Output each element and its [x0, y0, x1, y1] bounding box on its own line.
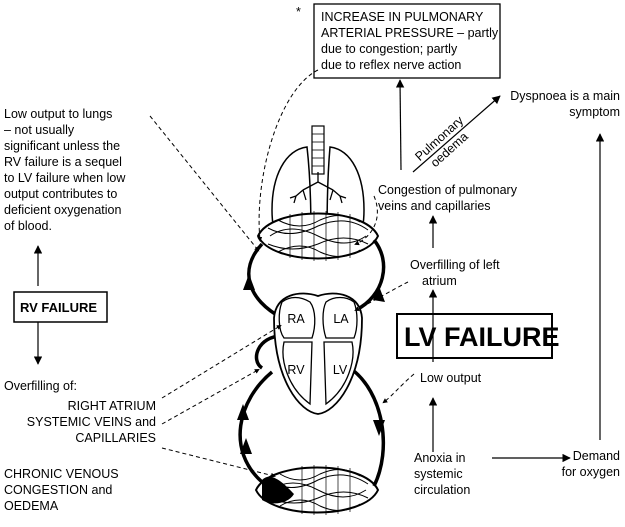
lv-failure-label: LV FAILURE: [404, 322, 560, 352]
svg-text:of blood.: of blood.: [4, 219, 52, 233]
rv-failure-box: [13, 291, 108, 323]
svg-text:circulation: circulation: [414, 483, 470, 497]
flow-direction-markers: [237, 274, 385, 454]
svg-text:Anoxia in: Anoxia in: [414, 451, 465, 465]
anoxia-label: Anoxia in systemic circulation: [414, 451, 470, 497]
chronic-label: CHRONIC VENOUS CONGESTION and OEDEMA: [4, 467, 119, 513]
svg-text:systemic: systemic: [414, 467, 463, 481]
systemic-capillary-bed: [254, 465, 380, 515]
svg-text:Overfilling of:: Overfilling of:: [4, 379, 77, 393]
asterisk-mark: *: [296, 5, 301, 19]
pulmonary-capillary-bed: [256, 211, 380, 261]
pulmonary-pressure-text: INCREASE IN PULMONARY ARTERIAL PRESSURE …: [321, 10, 499, 72]
svg-text:due to reflex nerve action: due to reflex nerve action: [321, 58, 461, 72]
chamber-lv-label: LV: [333, 363, 348, 377]
rv-failure-label: RV FAILURE: [20, 300, 97, 315]
svg-text:Dyspnoea is a main: Dyspnoea is a main: [510, 89, 620, 103]
svg-text:CAPILLARIES: CAPILLARIES: [75, 431, 156, 445]
lv-failure-box: [396, 313, 553, 359]
svg-text:significant unless the: significant unless the: [4, 139, 120, 153]
svg-text:– not usually: – not usually: [4, 123, 75, 137]
dyspnoea-label: Dyspnoea is a main symptom: [510, 89, 620, 119]
svg-text:ARTERIAL PRESSURE – partly: ARTERIAL PRESSURE – partly: [321, 26, 499, 40]
chamber-rv-label: RV: [287, 363, 305, 377]
svg-text:Demand: Demand: [573, 449, 620, 463]
svg-text:due to congestion; partly: due to congestion; partly: [321, 42, 458, 56]
svg-text:Low output to lungs: Low output to lungs: [4, 107, 112, 121]
svg-text:SYSTEMIC VEINS and: SYSTEMIC VEINS and: [27, 415, 156, 429]
solid-arrows: [33, 79, 605, 463]
demand-label: Demand for oxygen: [562, 449, 620, 479]
svg-text:RIGHT ATRIUM: RIGHT ATRIUM: [68, 399, 156, 413]
svg-text:output contributes to: output contributes to: [4, 187, 117, 201]
low-output-lungs-label: Low output to lungs – not usually signif…: [4, 107, 126, 233]
congestion-pulmonary-label: Congestion of pulmonary veins and capill…: [378, 183, 518, 213]
svg-text:INCREASE IN PULMONARY: INCREASE IN PULMONARY: [321, 10, 484, 24]
svg-text:RV failure is a sequel: RV failure is a sequel: [4, 155, 122, 169]
dashed-arrows: [149, 69, 415, 478]
chamber-ra-label: RA: [287, 312, 305, 326]
svg-text:CONGESTION and: CONGESTION and: [4, 483, 112, 497]
svg-text:for oxygen: for oxygen: [562, 465, 620, 479]
low-output-label: Low output: [420, 371, 482, 385]
svg-text:OEDEMA: OEDEMA: [4, 499, 59, 513]
pulmonary-oedema-label: Pulmonary oedema: [412, 113, 470, 170]
heart-illustration: RA LA RV LV: [273, 292, 363, 415]
pulmonary-pressure-box: [313, 3, 501, 79]
svg-text:Overfilling of left: Overfilling of left: [410, 258, 500, 272]
svg-text:Congestion of pulmonary: Congestion of pulmonary: [378, 183, 518, 197]
svg-text:veins and capillaries: veins and capillaries: [378, 199, 491, 213]
svg-text:to LV failure when low: to LV failure when low: [4, 171, 126, 185]
svg-text:atrium: atrium: [422, 274, 457, 288]
overfilling-right-label: Overfilling of: RIGHT ATRIUM SYSTEMIC VE…: [4, 379, 156, 445]
overfilling-left-label: Overfilling of left atrium: [410, 258, 500, 288]
svg-text:deficient oxygenation: deficient oxygenation: [4, 203, 121, 217]
chamber-la-label: LA: [333, 312, 349, 326]
svg-text:CHRONIC VENOUS: CHRONIC VENOUS: [4, 467, 119, 481]
svg-text:symptom: symptom: [569, 105, 620, 119]
